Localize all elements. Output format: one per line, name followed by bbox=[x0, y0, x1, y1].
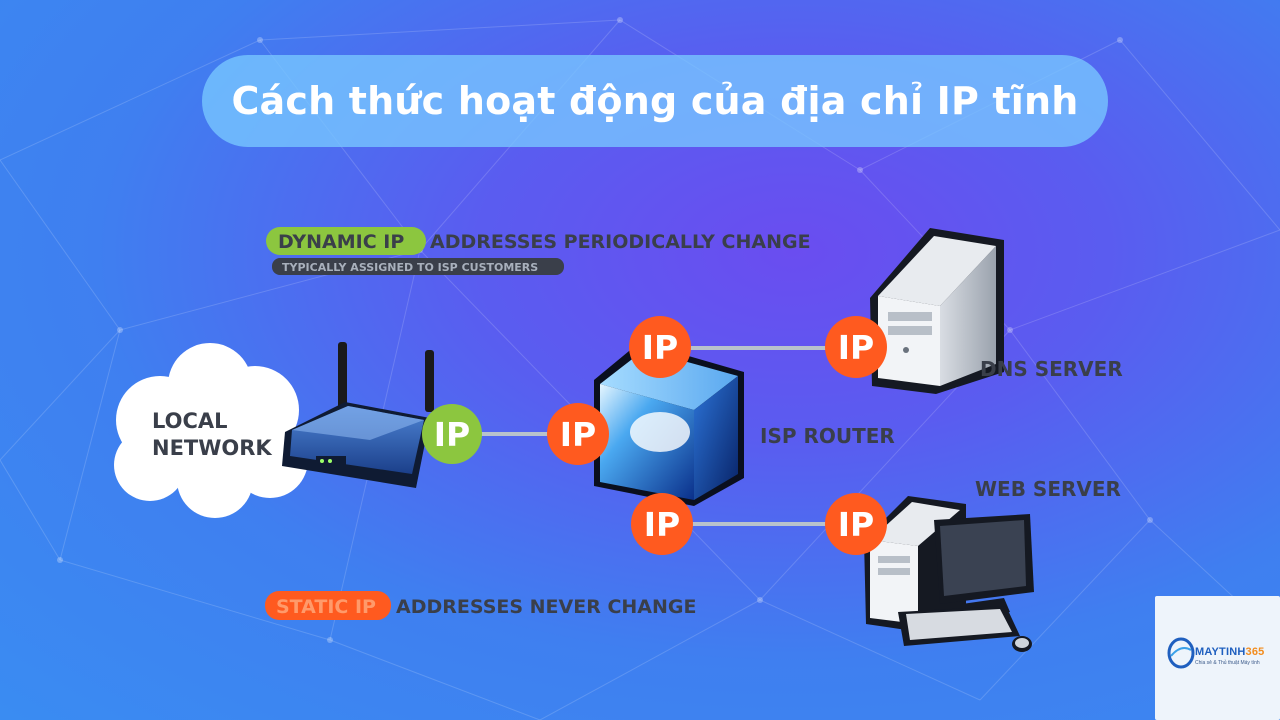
ip-badge-text: IP bbox=[838, 328, 874, 367]
ip-badge-isp-top: IP bbox=[629, 316, 691, 378]
dns-server-label: DNS SERVER bbox=[980, 357, 1123, 381]
page-title: Cách thức hoạt động của địa chỉ IP tĩnh bbox=[202, 55, 1108, 147]
dynamic-sub-text: TYPICALLY ASSIGNED TO ISP CUSTOMERS bbox=[282, 261, 538, 274]
dynamic-tag-text: DYNAMIC IP bbox=[278, 231, 404, 253]
legend-static: STATIC IP ADDRESSES NEVER CHANGE bbox=[265, 591, 696, 620]
ip-badge-web: IP bbox=[825, 493, 887, 555]
local-network-label-line1: LOCAL bbox=[152, 409, 228, 433]
local-network-label-line2: NETWORK bbox=[152, 436, 272, 460]
ip-badge-text: IP bbox=[644, 505, 680, 544]
wireless-router-icon bbox=[282, 342, 434, 488]
web-server-label: WEB SERVER bbox=[975, 477, 1121, 501]
brand-name: MAYTINH365 bbox=[1195, 646, 1265, 658]
ip-badge-text: IP bbox=[642, 328, 678, 367]
brand-logo-card: MAYTINH365 Chia sẻ & Thủ thuật Máy tính bbox=[1155, 596, 1280, 720]
ip-badge-dns: IP bbox=[825, 316, 887, 378]
isp-router-cube-icon bbox=[594, 342, 744, 506]
brand-tagline: Chia sẻ & Thủ thuật Máy tính bbox=[1195, 660, 1260, 666]
ip-badge-text: IP bbox=[838, 505, 874, 544]
static-tag-text: STATIC IP bbox=[276, 596, 376, 618]
dynamic-sub-bg bbox=[272, 258, 564, 275]
cloud-icon bbox=[114, 343, 308, 518]
static-tag-bg bbox=[265, 591, 391, 620]
ip-badge-isp-bottom: IP bbox=[631, 493, 693, 555]
legend-dynamic: DYNAMIC IP ADDRESSES PERIODICALLY CHANGE… bbox=[266, 227, 811, 275]
dynamic-description: ADDRESSES PERIODICALLY CHANGE bbox=[430, 231, 811, 253]
ip-badge-text: IP bbox=[434, 415, 470, 454]
isp-router-label: ISP ROUTER bbox=[760, 424, 895, 448]
ip-badge-isp-left: IP bbox=[547, 403, 609, 465]
static-description: ADDRESSES NEVER CHANGE bbox=[396, 596, 696, 618]
dns-server-icon bbox=[870, 228, 1004, 394]
ip-badge-router-dynamic: IP bbox=[422, 404, 482, 464]
web-server-icon bbox=[864, 496, 1034, 652]
brand-mark-icon bbox=[1167, 637, 1195, 669]
connection-lines bbox=[470, 346, 836, 526]
ip-badge-text: IP bbox=[560, 415, 596, 454]
dynamic-tag-bg bbox=[266, 227, 426, 255]
